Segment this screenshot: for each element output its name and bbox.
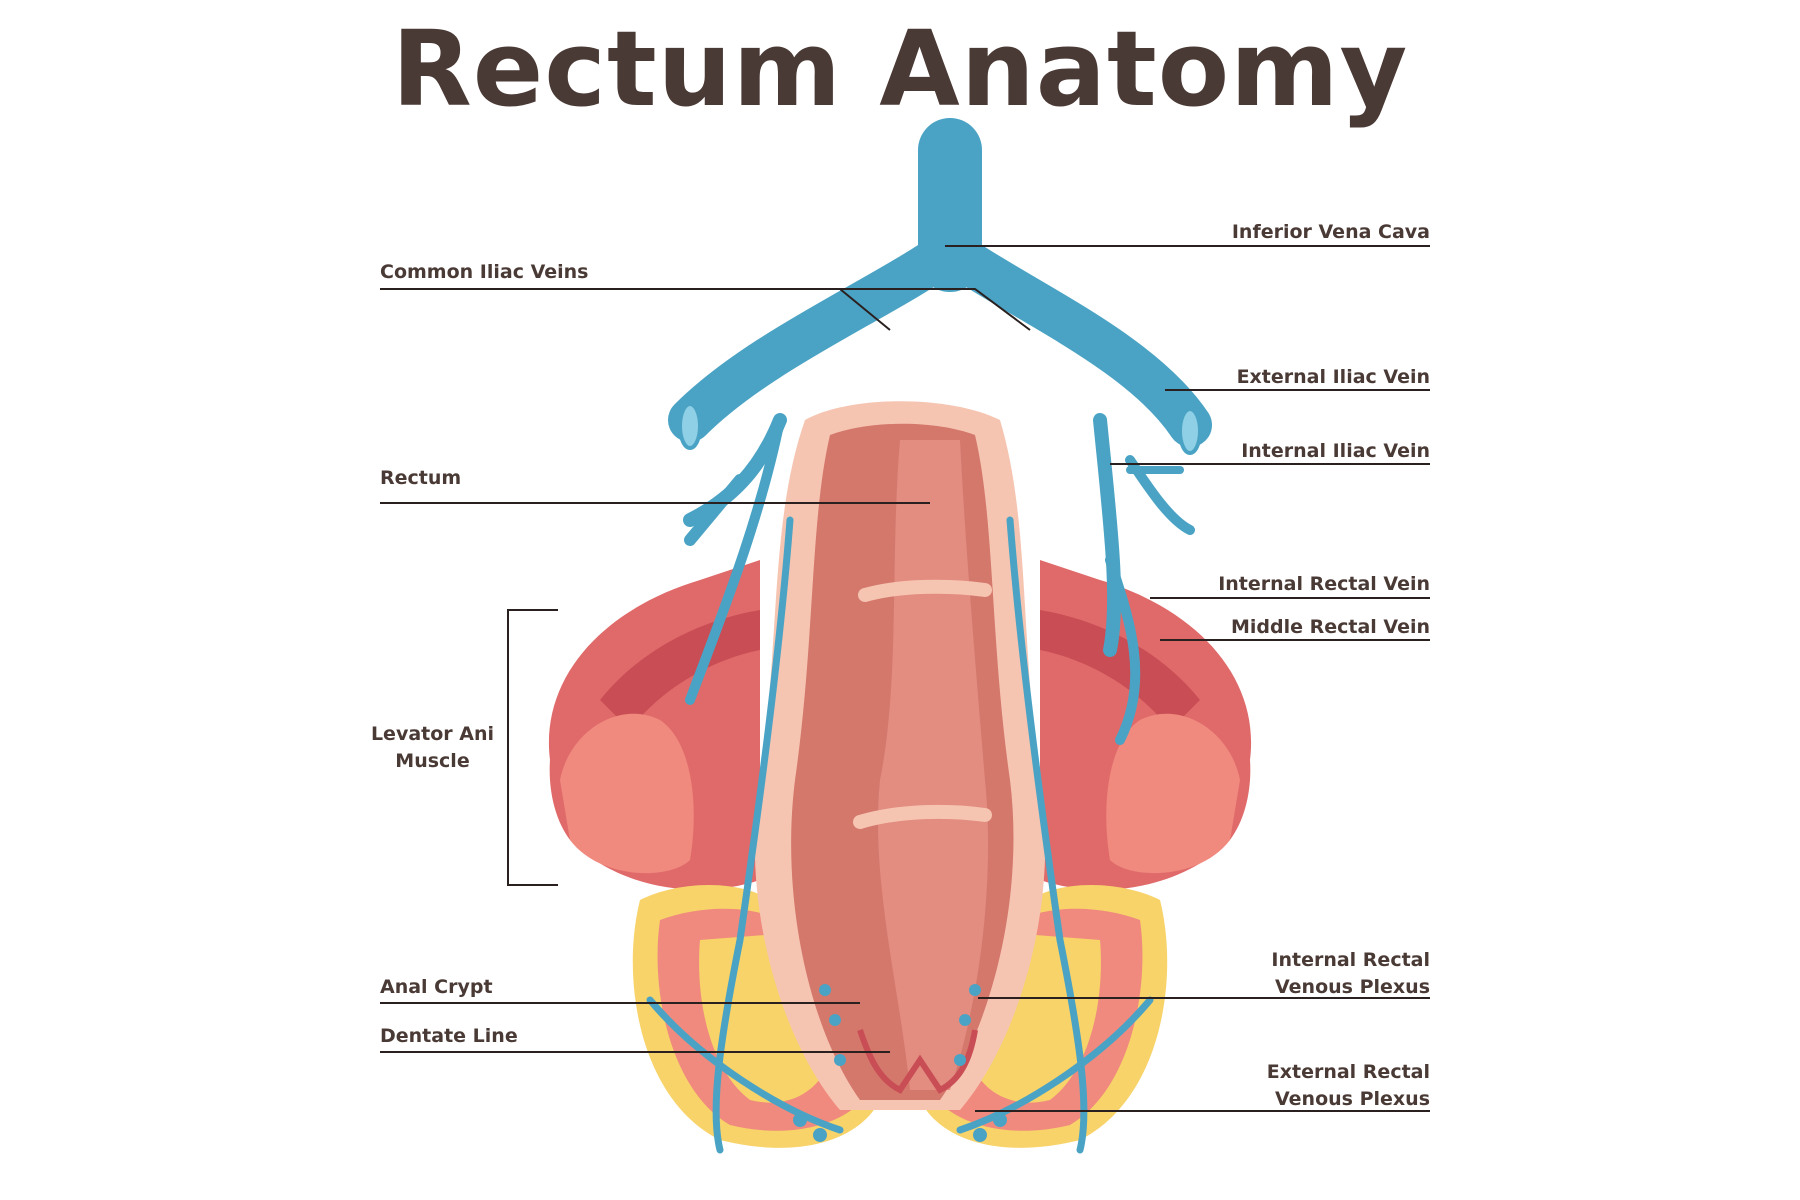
label-external-rectal-venous-plexus: External Rectal Venous Plexus	[1266, 1061, 1430, 1110]
label-internal-rectal-vein: Internal Rectal Vein	[1218, 573, 1430, 595]
label-rectum: Rectum	[380, 467, 462, 489]
label-internal-rectal-venous-plexus: Internal Rectal Venous Plexus	[1271, 949, 1430, 998]
page-title: Rectum Anatomy	[391, 8, 1409, 130]
rectum-shape	[754, 401, 1046, 1110]
label-inferior-vena-cava: Inferior Vena Cava	[1231, 221, 1430, 243]
label-internal-iliac-vein: Internal Iliac Vein	[1241, 440, 1430, 462]
label-common-iliac-veins: Common Iliac Veins	[380, 261, 589, 283]
label-external-iliac-vein: External Iliac Vein	[1236, 366, 1430, 388]
leader-lines	[380, 245, 1430, 1112]
external-iliac-vein-opening-left	[678, 402, 702, 450]
label-dentate-line: Dentate Line	[380, 1025, 518, 1047]
venous-plexus-nodules	[793, 984, 1007, 1142]
external-iliac-vein-opening-right	[1178, 407, 1202, 455]
label-middle-rectal-vein: Middle Rectal Vein	[1230, 616, 1430, 638]
label-levator-ani-muscle: Levator Ani Muscle	[370, 723, 495, 772]
label-anal-crypt: Anal Crypt	[380, 976, 493, 998]
vein-system	[646, 118, 1212, 1154]
